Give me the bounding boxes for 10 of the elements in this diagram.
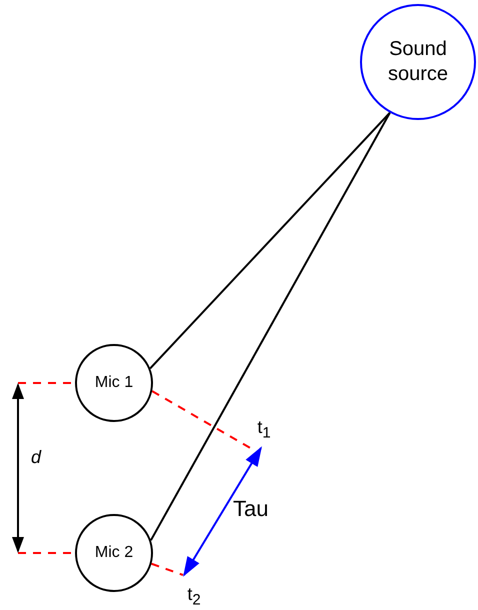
sound-path-line: [150, 112, 391, 541]
time-label: t$_{2}$: [183, 575, 205, 610]
node-label: Sound source: [386, 37, 450, 87]
dashed-line: [151, 562, 184, 576]
time-label: t$_{1}$: [253, 416, 275, 448]
node-label: Mic 1: [94, 373, 134, 393]
distance-label: d: [31, 447, 42, 468]
sound-path-line: [149, 112, 391, 370]
node-label: Mic 2: [94, 543, 134, 563]
sound-path-line: [183, 446, 262, 577]
